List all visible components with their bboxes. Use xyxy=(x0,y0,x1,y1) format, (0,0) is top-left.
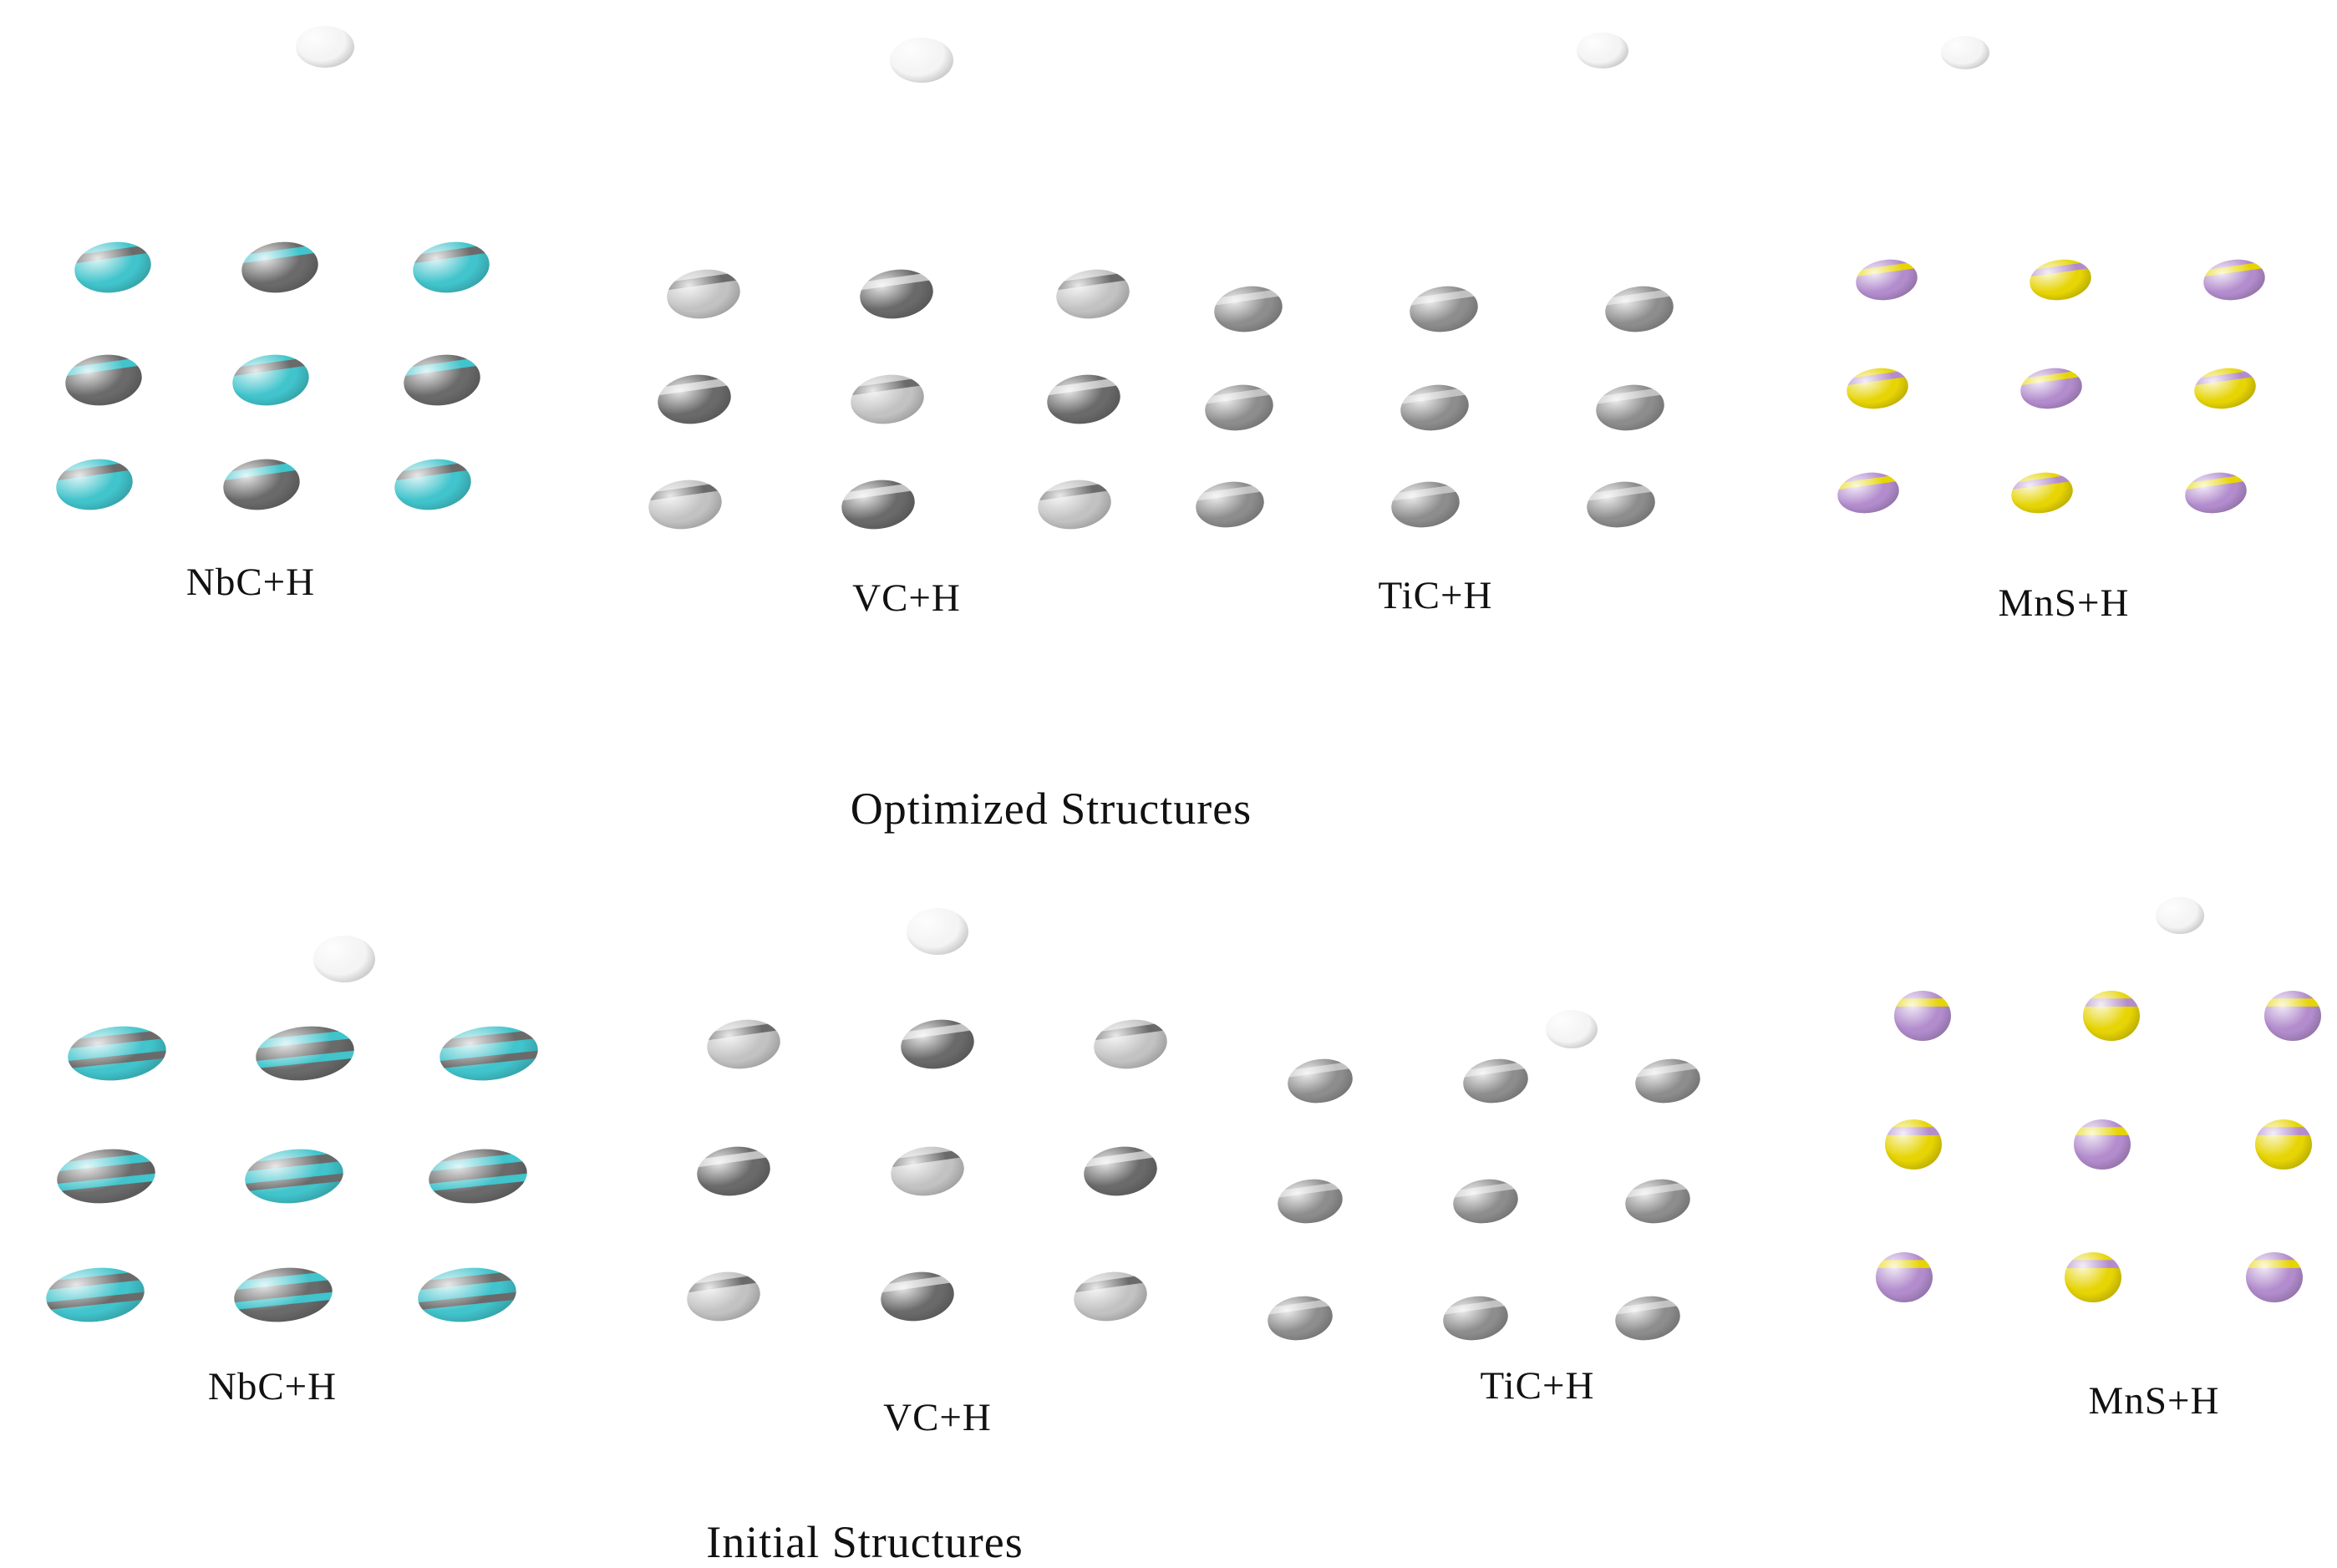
hydrogen-atom xyxy=(1941,36,1989,69)
hydrogen-atom xyxy=(313,936,375,982)
hydrogen-atom xyxy=(296,26,354,68)
lattice-atom xyxy=(1388,477,1463,532)
lattice-atom xyxy=(1034,475,1115,534)
lattice-atom xyxy=(2201,256,2268,304)
lattice-atom xyxy=(1593,380,1668,435)
lattice-atom xyxy=(1885,1119,1942,1170)
lattice-atom xyxy=(1450,1175,1522,1228)
lattice-atom xyxy=(1612,1291,1684,1345)
lattice-atom xyxy=(2074,1119,2131,1170)
structure-label-tic-initial: TiC+H xyxy=(1480,1364,1595,1408)
lattice-atom xyxy=(238,236,322,298)
lattice-atom xyxy=(1284,1054,1356,1108)
lattice-atom xyxy=(400,349,484,411)
lattice-atom xyxy=(229,349,312,411)
initial-caption: Initial Structures xyxy=(706,1517,1024,1567)
lattice-atom xyxy=(241,1144,347,1208)
lattice-atom xyxy=(847,370,927,429)
hydrogen-atom xyxy=(2156,897,2204,934)
lattice-atom xyxy=(2246,1252,2303,1302)
lattice-atom xyxy=(1090,1015,1171,1073)
lattice-atom xyxy=(704,1015,784,1073)
lattice-atom xyxy=(683,1267,764,1326)
lattice-atom xyxy=(1632,1054,1704,1108)
lattice-atom xyxy=(64,1022,170,1085)
lattice-atom xyxy=(1844,364,1911,413)
lattice-atom xyxy=(1440,1291,1511,1345)
lattice-atom xyxy=(43,1263,148,1327)
lattice-atom xyxy=(1622,1175,1694,1228)
lattice-atom xyxy=(1192,477,1268,532)
hydrogen-atom xyxy=(890,38,953,83)
structure-label-vc-initial: VC+H xyxy=(883,1396,992,1439)
lattice-atom xyxy=(1835,469,1902,517)
hydrogen-atom xyxy=(907,908,968,955)
lattice-atom xyxy=(1406,282,1481,337)
lattice-atom xyxy=(53,454,136,515)
lattice-atom xyxy=(645,475,725,534)
lattice-atom xyxy=(1274,1175,1346,1228)
hydrogen-atom xyxy=(1546,1010,1598,1048)
lattice-atom xyxy=(436,1022,541,1085)
lattice-atom xyxy=(2065,1252,2121,1302)
lattice-atom xyxy=(1070,1267,1151,1326)
lattice-atom xyxy=(856,265,937,323)
lattice-atom xyxy=(231,1263,336,1327)
lattice-atom xyxy=(2018,364,2085,413)
lattice-atom xyxy=(2255,1119,2312,1170)
lattice-atom xyxy=(62,349,145,411)
structure-label-mns-optimized: MnS+H xyxy=(1998,581,2130,625)
lattice-atom xyxy=(425,1144,531,1208)
lattice-atom xyxy=(897,1015,978,1073)
lattice-atom xyxy=(1460,1054,1532,1108)
lattice-atom xyxy=(1876,1252,1933,1302)
structure-label-vc-optimized: VC+H xyxy=(852,576,961,620)
lattice-atom xyxy=(1583,477,1659,532)
lattice-atom xyxy=(2027,256,2094,304)
lattice-atom xyxy=(663,265,744,323)
lattice-atom xyxy=(1264,1291,1336,1345)
lattice-atom xyxy=(887,1142,968,1200)
lattice-atom xyxy=(654,370,734,429)
structure-label-nbc-initial: NbC+H xyxy=(207,1365,338,1408)
lattice-atom xyxy=(693,1142,774,1200)
lattice-atom xyxy=(1853,256,1920,304)
lattice-atom xyxy=(2009,469,2075,517)
hydrogen-atom xyxy=(1577,32,1628,69)
lattice-atom xyxy=(1602,282,1677,337)
lattice-atom xyxy=(1211,282,1286,337)
lattice-atom xyxy=(409,236,493,298)
lattice-atom xyxy=(1894,991,1951,1041)
structure-label-nbc-optimized: NbC+H xyxy=(185,561,316,604)
lattice-atom xyxy=(838,475,918,534)
lattice-atom xyxy=(71,236,155,298)
lattice-atom xyxy=(2182,469,2249,517)
lattice-atom xyxy=(220,454,303,515)
structure-label-mns-initial: MnS+H xyxy=(2088,1379,2220,1423)
lattice-atom xyxy=(877,1267,958,1326)
lattice-atom xyxy=(2264,991,2321,1041)
lattice-atom xyxy=(391,454,475,515)
lattice-atom xyxy=(252,1022,358,1085)
structure-label-tic-optimized: TiC+H xyxy=(1378,574,1493,617)
lattice-atom xyxy=(1080,1142,1161,1200)
lattice-atom xyxy=(414,1263,520,1327)
lattice-atom xyxy=(2083,991,2140,1041)
optimized-caption: Optimized Structures xyxy=(850,784,1252,834)
lattice-atom xyxy=(1202,380,1277,435)
lattice-atom xyxy=(1044,370,1124,429)
lattice-atom xyxy=(1053,265,1133,323)
lattice-atom xyxy=(1397,380,1472,435)
lattice-atom xyxy=(53,1144,159,1208)
lattice-atom xyxy=(2192,364,2258,413)
